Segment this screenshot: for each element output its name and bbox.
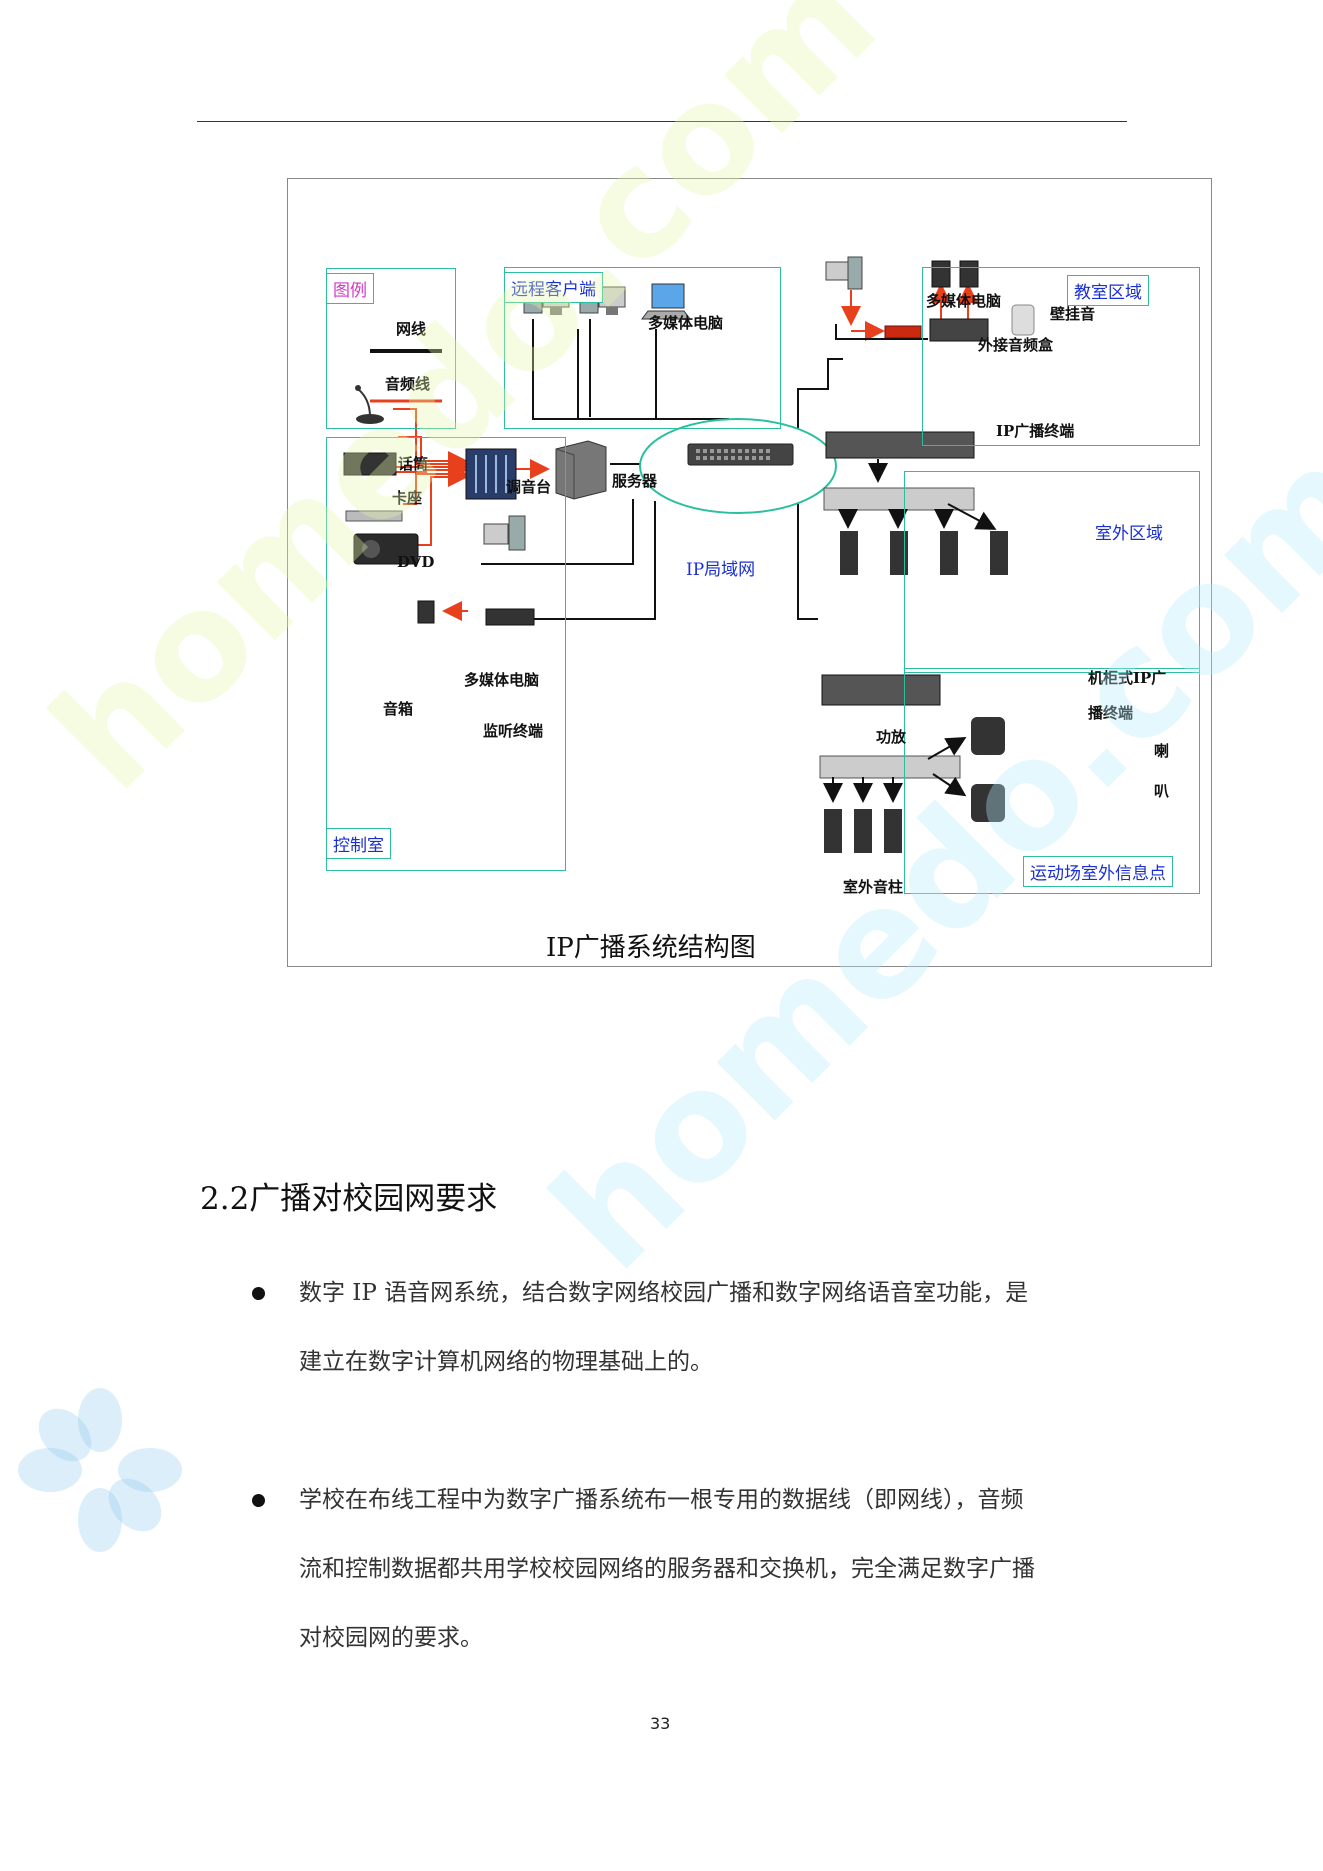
deck-label: 卡座 bbox=[392, 489, 423, 507]
field-column-speaker-1 bbox=[824, 809, 842, 853]
classroom-pc-device bbox=[825, 256, 863, 290]
legend-title: 图例 bbox=[326, 273, 374, 304]
field-horn-speaker-2 bbox=[971, 784, 1005, 822]
field-amplifier-device bbox=[819, 755, 961, 779]
bullet-1-line-1: 数字 IP 语音网系统，结合数字网络校园广播和数字网络语音室功能，是 bbox=[299, 1280, 1029, 1306]
page-number: 33 bbox=[650, 1714, 671, 1733]
field-speaker-links bbox=[823, 737, 967, 803]
mixer-label: 调音台 bbox=[506, 478, 552, 496]
mixer-device bbox=[465, 448, 517, 500]
lan-switch-body bbox=[687, 443, 794, 466]
bullet-1-line-2: 建立在数字计算机网络的物理基础上的。 bbox=[299, 1349, 713, 1375]
figure-frame: 图例 远程客户端 教室区域 控制室 运动场室外信息点 网线 音频线 多媒体电脑 … bbox=[287, 178, 1212, 967]
section-title: 2.2广播对校园网要求 bbox=[200, 1181, 498, 1217]
bullet-1-text: 数字 IP 语音网系统，结合数字网络校园广播和数字网络语音室功能，是 建立在数字… bbox=[299, 1259, 1028, 1397]
control-pc-label: 多媒体电脑 bbox=[464, 671, 540, 689]
monitor-terminal-label: 监听终端 bbox=[483, 722, 544, 740]
server-label: 服务器 bbox=[612, 472, 658, 490]
rack-terminal-label-line1: 机柜式IP广 bbox=[1088, 669, 1167, 687]
control-lan-links bbox=[481, 499, 656, 620]
server-device bbox=[555, 440, 607, 500]
field-horn-speaker-1 bbox=[971, 717, 1005, 755]
remote-client-title: 远程客户端 bbox=[504, 272, 603, 303]
monitor-terminal-device bbox=[485, 608, 535, 626]
classroom-terminal-label: IP广播终端 bbox=[996, 422, 1075, 440]
bullet-dot-2 bbox=[252, 1494, 265, 1507]
field-column-speaker-3 bbox=[884, 809, 902, 853]
outdoor-title: 室外区域 bbox=[1095, 524, 1163, 544]
ext-audio-box-device bbox=[884, 325, 922, 339]
lan-ellipse bbox=[639, 418, 837, 514]
control-speaker-label: 音箱 bbox=[383, 700, 414, 718]
field-amp-label: 功放 bbox=[876, 728, 907, 746]
horn-label-2: 叭 bbox=[1154, 782, 1170, 800]
dvd-label: DVD bbox=[397, 553, 435, 571]
wall-speaker-label: 壁挂音 bbox=[1050, 305, 1096, 323]
legend-audio-label: 音频线 bbox=[385, 375, 431, 393]
remote-pc-label: 多媒体电脑 bbox=[648, 314, 724, 332]
dvd-player-device bbox=[345, 510, 403, 522]
audio-source-links bbox=[393, 408, 550, 621]
bullet-dot-1 bbox=[252, 1287, 265, 1300]
remote-client-box bbox=[504, 267, 781, 429]
classroom-ip-terminal-device bbox=[929, 318, 989, 342]
classroom-audio-links bbox=[841, 283, 978, 341]
classroom-pc-label: 多媒体电脑 bbox=[926, 292, 1002, 310]
outdoor-column-speaker-1 bbox=[840, 531, 858, 575]
outdoor-speaker-links bbox=[838, 503, 997, 530]
field-title: 运动场室外信息点 bbox=[1023, 856, 1173, 887]
figure-caption: IP广播系统结构图 bbox=[546, 933, 756, 963]
horn-label-1: 喇 bbox=[1154, 742, 1170, 760]
field-box bbox=[904, 668, 1200, 894]
field-column-speaker-2 bbox=[854, 809, 872, 853]
lan-switch-ports bbox=[696, 449, 770, 460]
ext-box-label: 外接音频盒 bbox=[978, 336, 1054, 354]
watermark-flower-icon bbox=[18, 1388, 182, 1552]
outdoor-column-speaker-3 bbox=[940, 531, 958, 575]
rack-terminal-label-line2: 播终端 bbox=[1088, 704, 1134, 722]
header-rule bbox=[197, 121, 1127, 122]
outdoor-column-speaker-4 bbox=[990, 531, 1008, 575]
control-room-box bbox=[326, 437, 566, 871]
mic-device bbox=[355, 385, 384, 424]
classroom-box bbox=[922, 267, 1200, 446]
field-column-label: 室外音柱 bbox=[843, 878, 904, 896]
outdoor-column-speaker-2 bbox=[890, 531, 908, 575]
classroom-terminal-link bbox=[835, 324, 928, 340]
classroom-title: 教室区域 bbox=[1067, 275, 1149, 306]
bullet-2-line-1: 学校在布线工程中为数字广播系统布一根专用的数据线（即网线），音频 bbox=[299, 1487, 1024, 1513]
rack-ip-terminal-device bbox=[821, 674, 941, 706]
legend-net-label: 网线 bbox=[396, 320, 427, 338]
cassette-deck-device bbox=[343, 452, 397, 476]
bullet-2-text: 学校在布线工程中为数字广播系统布一根专用的数据线（即网线），音频 流和控制数据都… bbox=[299, 1466, 1035, 1673]
outdoor-box bbox=[904, 471, 1200, 673]
mic-label: 话筒 bbox=[398, 455, 429, 473]
control-room-title: 控制室 bbox=[326, 828, 391, 859]
legend-box bbox=[326, 268, 456, 429]
bullet-2-line-3: 对校园网的要求。 bbox=[299, 1625, 483, 1651]
remote-pc-laptop bbox=[641, 283, 691, 320]
remote-control-device bbox=[1011, 304, 1035, 336]
lan-label: IP局域网 bbox=[686, 560, 756, 580]
bullet-2-line-2: 流和控制数据都共用学校校园网络的服务器和交换机，完全满足数字广播 bbox=[299, 1556, 1035, 1582]
control-pc-device bbox=[483, 515, 526, 551]
control-speaker-device bbox=[417, 600, 435, 624]
